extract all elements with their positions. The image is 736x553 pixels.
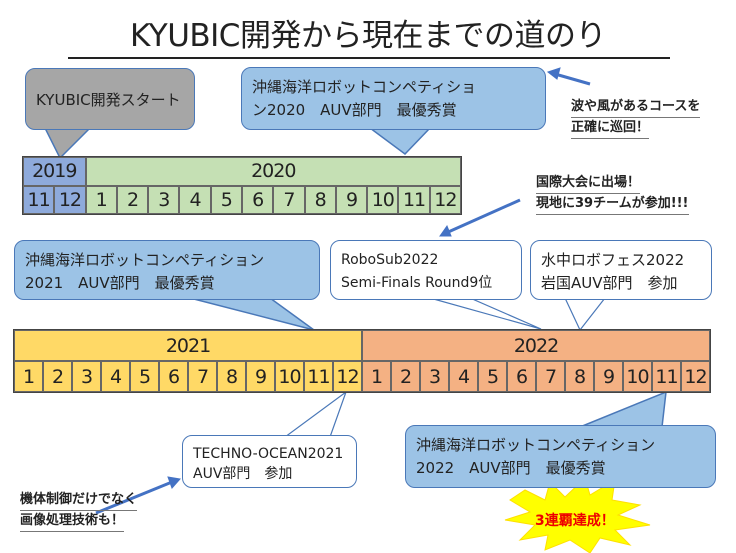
start-callout: KYUBIC開発スタート <box>25 68 195 130</box>
month-cell: 3 <box>420 361 449 392</box>
month-cell: 12 <box>429 185 461 214</box>
month-cell: 12 <box>681 361 710 392</box>
month-cell: 1 <box>14 361 43 392</box>
month-cell: 11 <box>23 185 55 214</box>
month-cell: 11 <box>398 185 430 214</box>
callout-line: Semi-Finals Round9位 <box>341 275 493 291</box>
month-cell: 9 <box>594 361 623 392</box>
callout-line: ン2020 AUV部門 最優秀賞 <box>252 101 457 119</box>
month-cell: 10 <box>367 185 399 214</box>
callout-line: 沖縄海洋ロボットコンペティション <box>416 436 656 454</box>
techno-callout-tail <box>283 390 348 438</box>
month-cell: 6 <box>507 361 536 392</box>
month-cell: 10 <box>275 361 304 392</box>
vision-note: 機体制御だけでなく 画像処理技術も！ <box>20 490 138 532</box>
suichu-callout: 水中ロボフェス2022 岩国AUV部門 参加 <box>530 240 712 300</box>
month-cell: 8 <box>565 361 594 392</box>
year-cell: 2021 <box>14 330 362 361</box>
callout-line: RoboSub2022 <box>341 252 439 268</box>
month-cell: 7 <box>273 185 305 214</box>
burst-label: 3連覇達成！ <box>535 513 615 529</box>
okinawa2022-callout: 沖縄海洋ロボットコンペティション 2022 AUV部門 最優秀賞 <box>405 425 716 488</box>
callout-line: 沖縄海洋ロボットコンペティション <box>25 251 265 269</box>
callout-line: 沖縄海洋ロボットコンペティショ <box>252 78 477 96</box>
intl-note: 国際大会に出場！ 現地に39チームが参加!!! <box>536 173 689 215</box>
month-cell: 7 <box>536 361 565 392</box>
robosub-callout-tail <box>429 297 542 330</box>
arrows <box>95 67 591 515</box>
start-callout-tail <box>43 127 92 160</box>
callout-line: 2021 AUV部門 最優秀賞 <box>25 274 215 292</box>
month-cell: 12 <box>333 361 362 392</box>
month-cell: 5 <box>478 361 507 392</box>
okinawa2022-callout-tail <box>579 390 667 428</box>
callout-line: 水中ロボフェス2022 <box>541 251 685 269</box>
month-cell: 4 <box>179 185 211 214</box>
month-cell: 9 <box>246 361 275 392</box>
okinawa2020-callout: 沖縄海洋ロボットコンペティショ ン2020 AUV部門 最優秀賞 <box>241 67 546 130</box>
month-cell: 8 <box>217 361 246 392</box>
year-cell: 2022 <box>362 330 710 361</box>
month-cell: 2 <box>116 185 149 214</box>
wave-note: 波や風があるコースを 正確に巡回！ <box>571 97 701 139</box>
callout-line: 2022 AUV部門 最優秀賞 <box>416 459 606 477</box>
techno-callout: TECHNO-OCEAN2021 AUV部門 参加 <box>182 435 357 488</box>
month-cell: 12 <box>54 185 86 214</box>
month-cell: 5 <box>130 361 159 392</box>
note-line: 画像処理技術も！ <box>20 511 125 532</box>
note-line: 国際大会に出場！ <box>536 173 641 194</box>
start-callout-text: KYUBIC開発スタート <box>36 91 181 109</box>
month-cell: 6 <box>242 185 274 214</box>
month-cell: 1 <box>362 361 391 392</box>
note-line: 機体制御だけでなく <box>20 490 138 511</box>
callout-line: AUV部門 参加 <box>193 466 293 482</box>
month-cell: 5 <box>210 185 242 214</box>
month-cell: 11 <box>304 361 333 392</box>
month-cell: 3 <box>72 361 101 392</box>
callout-line: 岩国AUV部門 参加 <box>541 274 678 292</box>
month-cell: 11 <box>652 361 681 392</box>
month-cell: 7 <box>188 361 217 392</box>
month-cell: 8 <box>304 185 336 214</box>
note-line: 波や風があるコースを <box>571 97 701 118</box>
page-title: KYUBIC開発から現在までの道のり <box>130 18 606 54</box>
month-cell: 1 <box>85 185 117 214</box>
okinawa2021-callout: 沖縄海洋ロボットコンペティション 2021 AUV部門 最優秀賞 <box>14 240 320 300</box>
title-underline <box>68 57 670 59</box>
month-cell: 2 <box>43 361 72 392</box>
note-line: 現地に39チームが参加!!! <box>536 194 689 215</box>
month-cell: 3 <box>148 185 180 214</box>
robosub-callout: RoboSub2022 Semi-Finals Round9位 <box>330 240 522 300</box>
suichu-callout-tail <box>564 297 607 332</box>
month-cell: 4 <box>449 361 478 392</box>
month-cell: 10 <box>623 361 652 392</box>
okinawa2021-callout-tail <box>189 297 315 331</box>
month-cell: 9 <box>335 185 368 214</box>
month-cell: 2 <box>391 361 420 392</box>
month-cell: 4 <box>101 361 130 392</box>
month-cell: 6 <box>159 361 188 392</box>
year-cell: 2020 <box>85 157 461 186</box>
note-line: 正確に巡回！ <box>571 118 650 139</box>
callout-line: TECHNO-OCEAN2021 <box>193 446 344 462</box>
okinawa2020-callout-tail <box>367 127 432 155</box>
year-cell: 2019 <box>23 157 86 186</box>
